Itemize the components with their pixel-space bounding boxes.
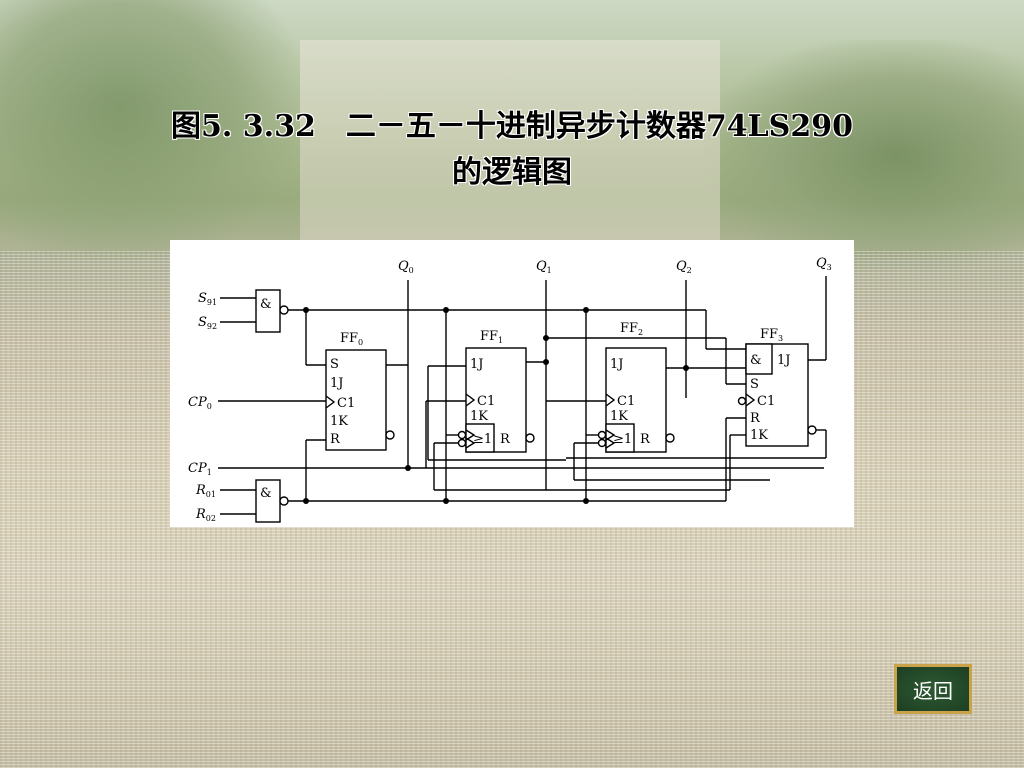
back-button[interactable]: 返回 xyxy=(894,664,972,714)
ff2-c1: C1 xyxy=(617,394,635,409)
ff2-r: R xyxy=(640,432,651,447)
junction-dot xyxy=(583,498,589,504)
junction-dot xyxy=(443,498,449,504)
ff1-c1: C1 xyxy=(477,394,495,409)
label-q2: Q2 xyxy=(676,259,692,275)
flip-flop-ff3: FF3 & 1J S C1 R 1K xyxy=(737,327,817,447)
junction-dot xyxy=(303,307,309,313)
ff2-or: ≥1 xyxy=(613,432,632,447)
junction-dot xyxy=(683,365,689,371)
background-building xyxy=(300,40,720,250)
ff0-label: FF0 xyxy=(340,331,363,347)
ff1-label: FF1 xyxy=(480,329,503,345)
set-gate-symbol: & xyxy=(260,297,272,312)
ff0-s: S xyxy=(330,357,339,372)
ff3-j: 1J xyxy=(777,353,790,368)
ff3-s: S xyxy=(750,377,759,392)
ff0-c1: C1 xyxy=(337,396,355,411)
ff3-label: FF3 xyxy=(760,327,783,343)
ff2-j: 1J xyxy=(610,357,623,372)
label-r01: R01 xyxy=(195,483,216,499)
ff0-r: R xyxy=(330,432,341,447)
reset-nand-gate: & xyxy=(220,479,289,523)
junction-dot xyxy=(303,498,309,504)
label-q1: Q1 xyxy=(536,259,552,275)
ff2-label: FF2 xyxy=(620,321,643,337)
label-s91: S91 xyxy=(198,291,217,307)
logic-diagram-panel: S91 S92 CP0 CP1 R01 R02 Q0 Q1 Q2 Q3 & & … xyxy=(170,240,854,527)
junction-dot xyxy=(583,307,589,313)
junction-dot xyxy=(443,307,449,313)
label-cp1: CP1 xyxy=(188,461,212,477)
label-s92: S92 xyxy=(198,315,217,331)
set-nand-gate: & xyxy=(220,289,289,333)
label-q0: Q0 xyxy=(398,259,414,275)
ff0-j: 1J xyxy=(330,376,343,391)
reset-gate-symbol: & xyxy=(260,486,272,501)
ff1-or: ≥1 xyxy=(473,432,492,447)
label-cp0: CP0 xyxy=(188,395,212,411)
junction-dot xyxy=(543,335,549,341)
ff1-j: 1J xyxy=(470,357,483,372)
ff3-and: & xyxy=(750,353,762,368)
label-r02: R02 xyxy=(195,507,216,523)
junction-dot xyxy=(543,359,549,365)
ff3-r: R xyxy=(750,411,761,426)
logic-diagram: S91 S92 CP0 CP1 R01 R02 Q0 Q1 Q2 Q3 & & … xyxy=(188,256,832,523)
junction-dot xyxy=(405,465,411,471)
ff3-k: 1K xyxy=(750,428,768,443)
slide-title: 图5. 3.32 二－五－十进制异步计数器74LS290 的逻辑图 xyxy=(0,104,1024,196)
flip-flop-ff0: FF0 S 1J C1 1K R xyxy=(325,331,395,451)
title-line-2: 的逻辑图 xyxy=(452,155,572,190)
ff2-k: 1K xyxy=(610,409,628,424)
ff3-c1: C1 xyxy=(757,394,775,409)
ff1-r: R xyxy=(500,432,511,447)
background-trees-left xyxy=(0,0,300,260)
wiring xyxy=(218,276,827,502)
ff1-k: 1K xyxy=(470,409,488,424)
background-trees-right xyxy=(704,40,1024,270)
flip-flop-ff1: FF1 1J C1 1K ≥1 R xyxy=(457,329,535,453)
title-line-1: 图5. 3.32 二－五－十进制异步计数器74LS290 xyxy=(171,109,853,144)
ff0-k: 1K xyxy=(330,414,348,429)
label-q3: Q3 xyxy=(816,256,832,272)
flip-flop-ff2: FF2 1J C1 1K ≥1 R xyxy=(597,321,675,453)
